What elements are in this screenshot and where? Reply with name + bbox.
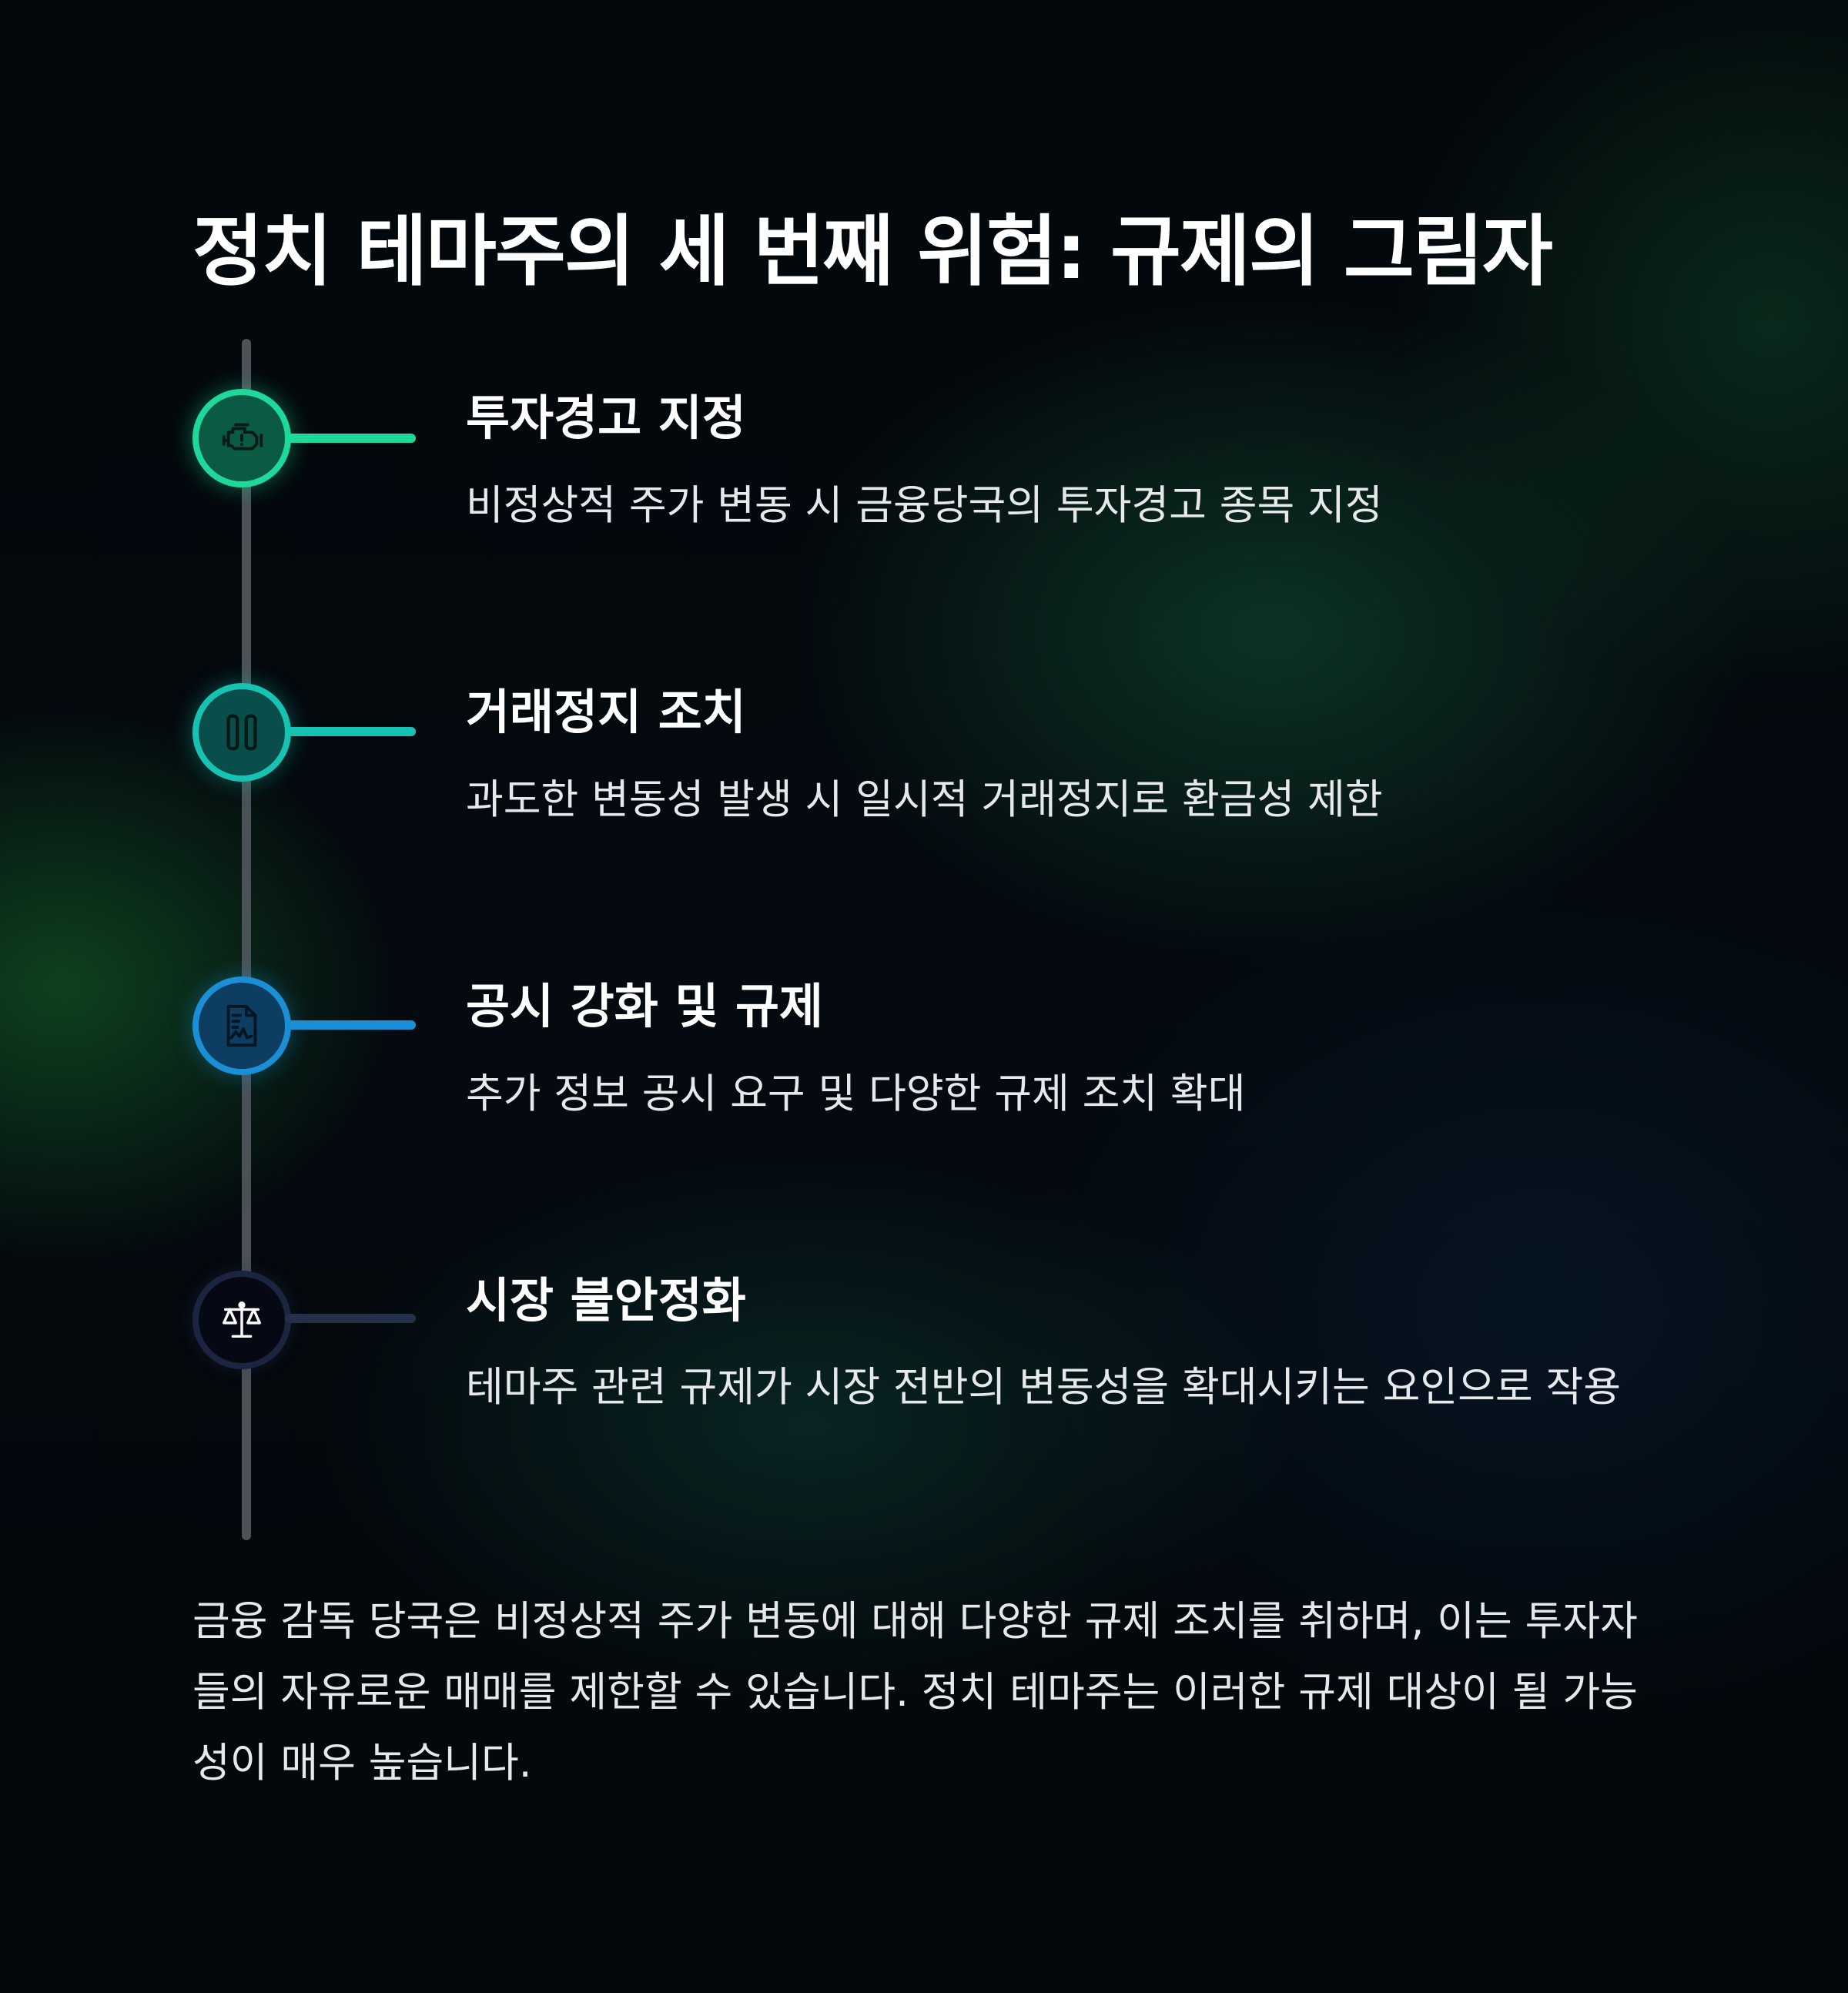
timeline-connector [285, 434, 416, 443]
item-title: 투자경고 지정 [466, 390, 746, 446]
timeline-connector [285, 1020, 416, 1030]
item-title: 시장 불안정화 [466, 1272, 746, 1328]
summary-paragraph: 금융 감독 당국은 비정상적 주가 변동에 대해 다양한 규제 조치를 취하며,… [192, 1598, 1638, 1787]
item-title: 공시 강화 및 규제 [466, 978, 824, 1034]
document-chart-icon [226, 1004, 257, 1047]
timeline-connector [285, 727, 416, 736]
pause-icon [226, 714, 257, 751]
engine-warning-icon [222, 423, 263, 451]
item-title: 거래정지 조치 [466, 684, 746, 740]
timeline-line [242, 339, 251, 1540]
timeline-node [192, 683, 291, 782]
item-description: 비정상적 주가 변동 시 금융당국의 투자경고 종목 지정 [466, 482, 1383, 529]
item-description: 추가 정보 공시 요구 및 다양한 규제 조치 확대 [466, 1070, 1246, 1117]
timeline-node [192, 389, 291, 487]
page-title: 정치 테마주의 세 번째 위험: 규제의 그림자 [192, 206, 1553, 296]
item-description: 과도한 변동성 발생 시 일시적 거래정지로 환금성 제한 [466, 776, 1383, 823]
timeline-connector [285, 1314, 416, 1323]
scales-icon [223, 1301, 261, 1338]
timeline-node [192, 976, 291, 1075]
item-description: 테마주 관련 규제가 시장 전반의 변동성을 확대시키는 요인으로 작용 [466, 1364, 1622, 1411]
timeline-node [192, 1271, 291, 1369]
